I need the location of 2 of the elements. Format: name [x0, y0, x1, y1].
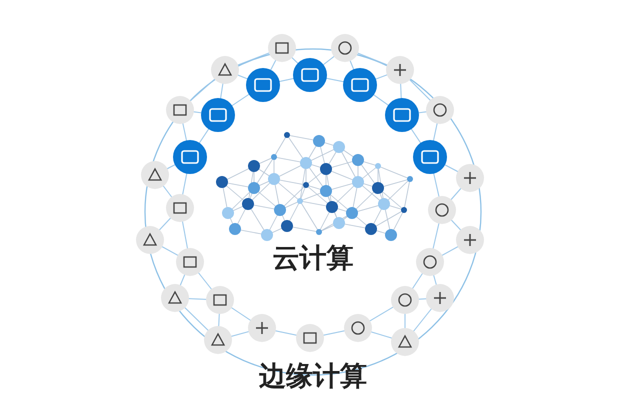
bottom-caption: 边缘计算: [259, 360, 367, 394]
center-heading: 云计算: [272, 242, 354, 276]
